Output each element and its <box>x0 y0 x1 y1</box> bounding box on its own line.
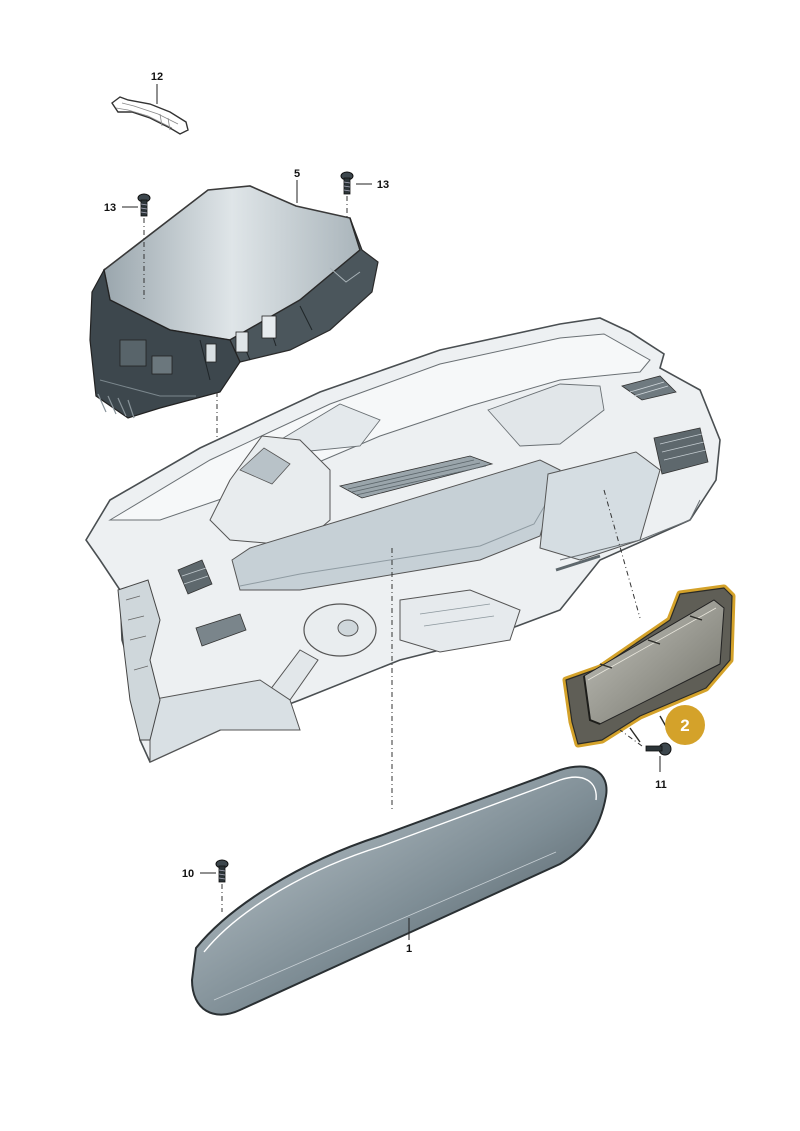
callout-12-label[interactable]: 12 <box>151 71 163 83</box>
housing-part-5 <box>89 185 379 419</box>
callout-13-left-label[interactable]: 13 <box>104 202 116 214</box>
steering-column <box>269 603 377 701</box>
screw-part-13-right <box>340 171 354 195</box>
callout-11-label[interactable]: 11 <box>655 779 667 791</box>
callout-10-label[interactable]: 10 <box>182 868 194 880</box>
screw-part-11 <box>645 742 672 756</box>
callout-1-label[interactable]: 1 <box>406 943 412 955</box>
vent-left <box>177 559 213 595</box>
vent-center <box>338 455 494 499</box>
callout-badge-2[interactable]: 2 <box>665 705 705 745</box>
vent-right <box>653 427 709 475</box>
dashboard-assembly <box>85 317 721 764</box>
display-cover-part-1 <box>190 765 608 1016</box>
screw-part-13-left <box>137 193 151 217</box>
vent-top-right <box>621 375 677 401</box>
mmi-display-part-2[interactable] <box>562 584 736 748</box>
callout-5-label[interactable]: 5 <box>294 168 300 180</box>
callout-13-right-label[interactable]: 13 <box>377 179 389 191</box>
callout-2-label: 2 <box>680 716 689 735</box>
screw-part-10 <box>215 859 229 883</box>
clip-part-12 <box>111 96 189 135</box>
